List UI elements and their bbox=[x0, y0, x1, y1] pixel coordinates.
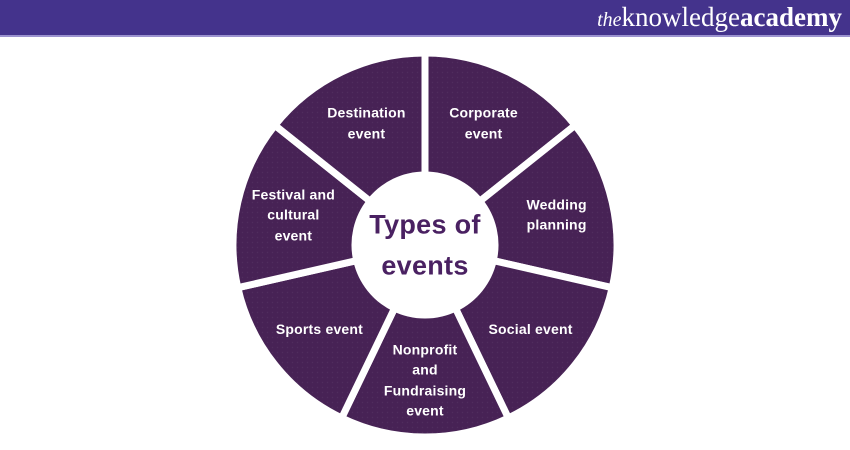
logo-word-the: the bbox=[597, 9, 622, 31]
donut-segment-sports-event bbox=[233, 256, 400, 423]
donut-segment-destination-event bbox=[269, 49, 429, 207]
brand-logo: theknowledgeacademy bbox=[597, 2, 842, 37]
logo-word-knowledge: knowledge bbox=[621, 2, 741, 32]
logo-word-academy: academy bbox=[740, 2, 842, 32]
donut-segment-festival-and-cultural-event bbox=[229, 120, 376, 292]
donut-segment-wedding-planning bbox=[474, 120, 621, 292]
donut-segment-nonprofit-and-fundraising-event bbox=[337, 303, 513, 441]
donut-segment-social-event bbox=[450, 256, 617, 423]
donut-segments-group bbox=[229, 49, 621, 441]
header-bar: theknowledgeacademy bbox=[0, 0, 850, 37]
donut-segment-corporate-event bbox=[421, 49, 581, 207]
